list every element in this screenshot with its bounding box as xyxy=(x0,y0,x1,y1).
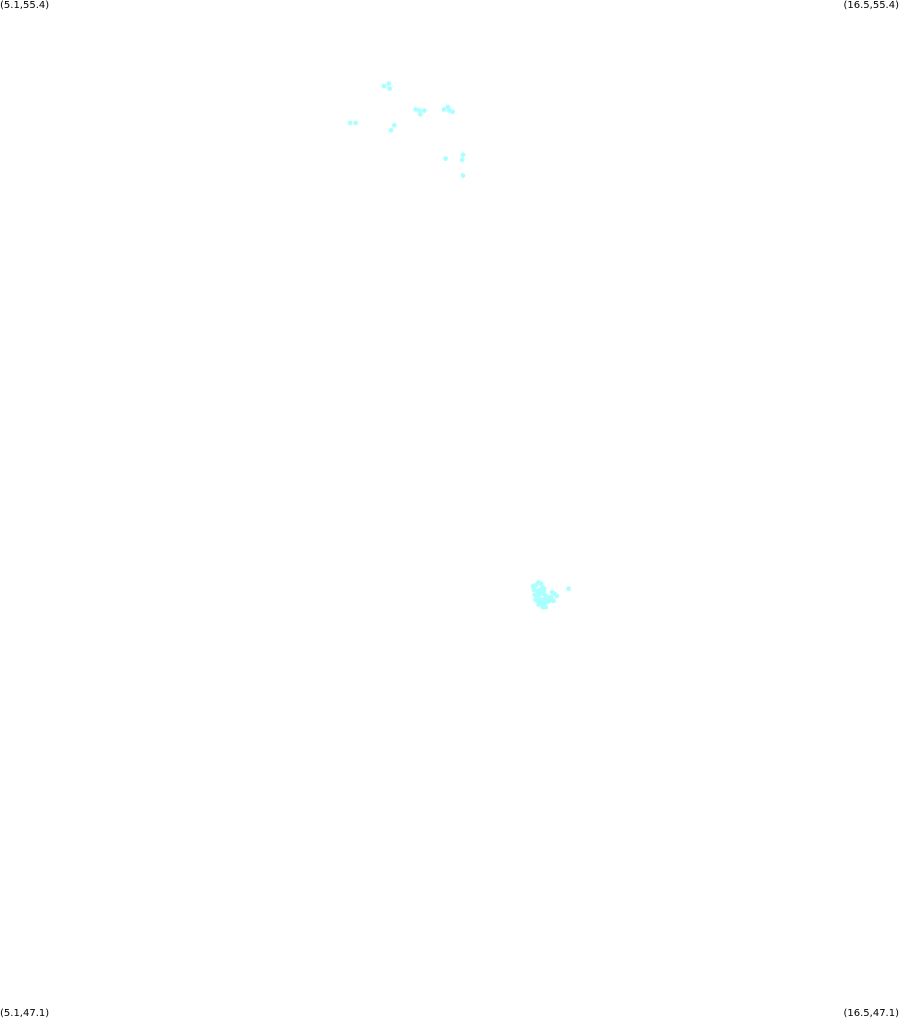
data-point xyxy=(538,581,544,587)
data-point xyxy=(347,120,353,126)
data-point xyxy=(386,81,392,86)
data-point xyxy=(566,586,571,592)
points-layer xyxy=(347,81,571,610)
data-point xyxy=(551,598,556,604)
data-point xyxy=(388,127,394,133)
corner-label-bottom-left: (5.1,47.1) xyxy=(0,1008,50,1019)
data-point xyxy=(450,109,456,115)
data-point xyxy=(554,593,560,599)
data-point xyxy=(460,173,466,179)
data-point xyxy=(413,107,418,112)
data-point xyxy=(543,604,549,610)
corner-label-bottom-right: (16.5,47.1) xyxy=(843,1008,899,1019)
data-point xyxy=(421,108,427,113)
data-point xyxy=(445,104,451,110)
data-point xyxy=(417,108,422,113)
data-point xyxy=(387,86,392,91)
data-point xyxy=(353,120,359,126)
data-point xyxy=(441,107,447,112)
data-point xyxy=(548,594,554,600)
data-point xyxy=(460,152,466,158)
corner-label-top-left: (5.1,55.4) xyxy=(0,0,50,11)
data-point xyxy=(417,111,423,117)
data-point xyxy=(547,598,553,604)
data-point xyxy=(381,83,387,89)
data-point xyxy=(443,156,448,161)
data-point xyxy=(536,602,541,607)
corner-label-top-right: (16.5,55.4) xyxy=(843,0,899,11)
data-point xyxy=(391,122,397,128)
data-point xyxy=(459,157,465,163)
data-point xyxy=(531,587,537,593)
